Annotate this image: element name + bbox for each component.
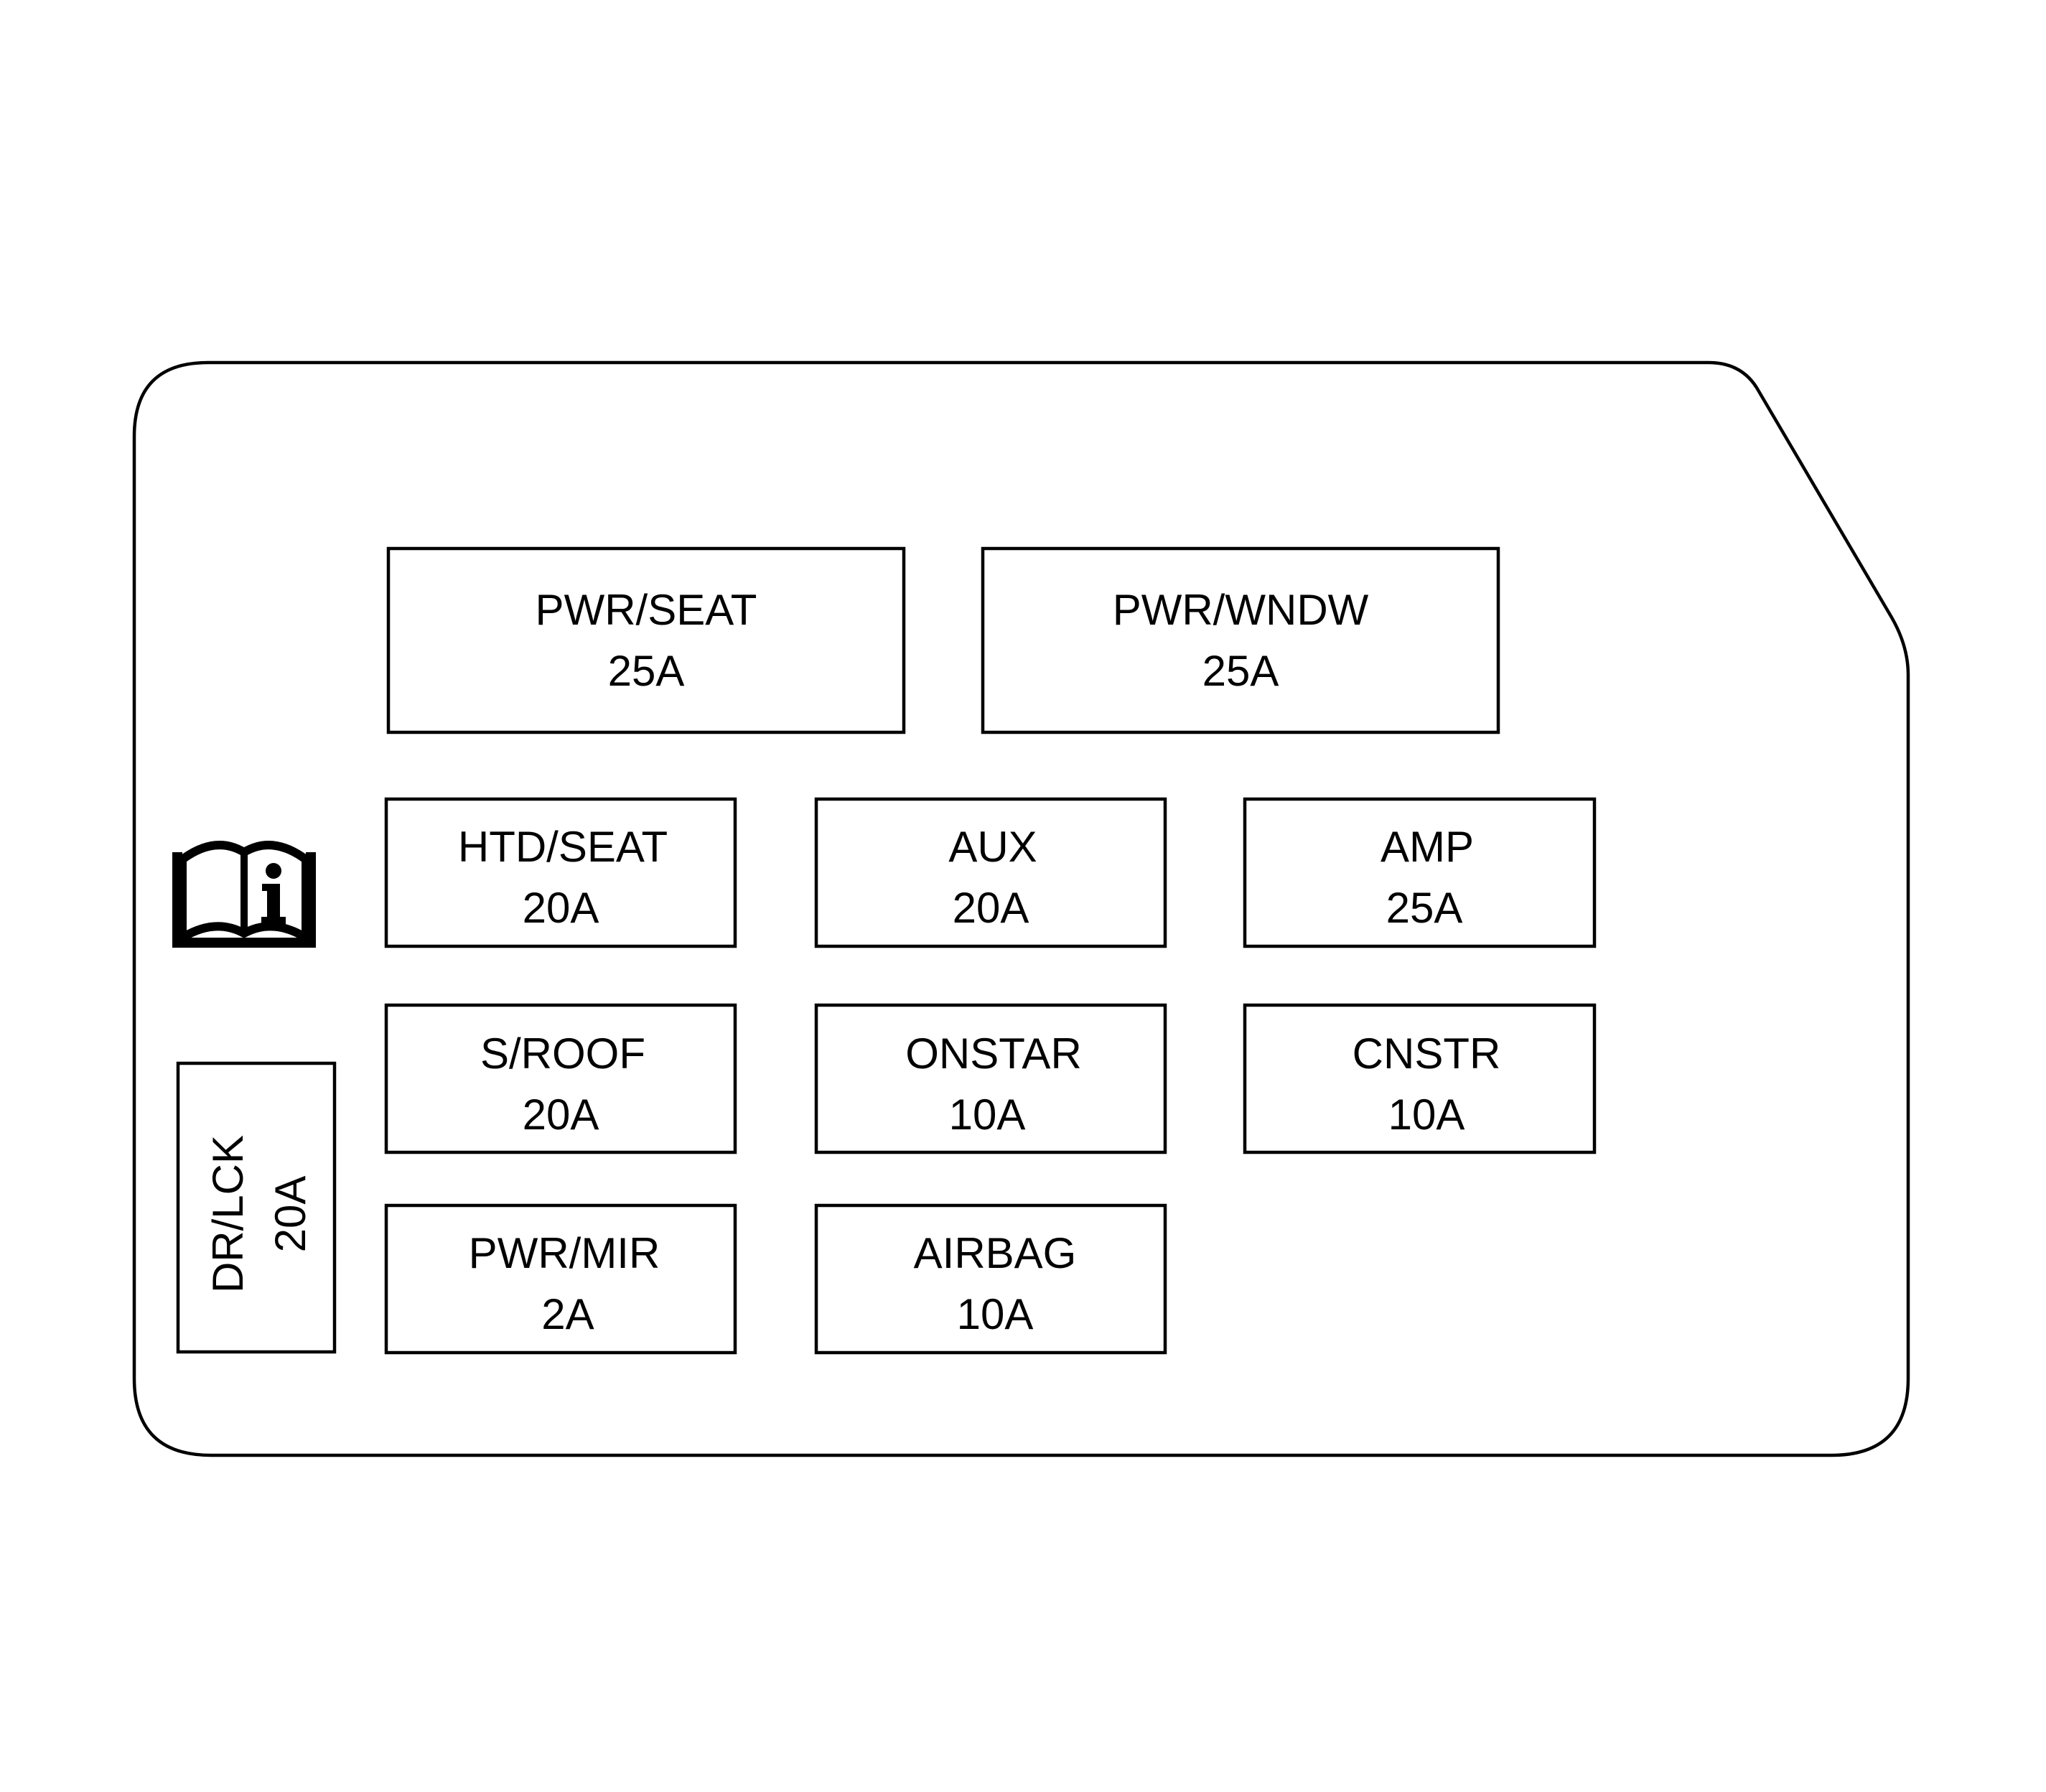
fuse-airbag: AIRBAG 10A [814,1203,1167,1355]
fuse-dr-lck: DR/LCK 20A [176,1061,337,1354]
fuse-amp-name: AMP [1381,823,1474,871]
fuse-cnstr-rating: 10A [1388,1091,1465,1139]
fuse-pwr-mir-name: PWR/MIR [469,1229,660,1277]
fuse-amp-rating: 25A [1386,884,1463,932]
fuse-cnstr: CNSTR 10A [1243,1003,1597,1154]
fuse-airbag-rating: 10A [957,1290,1034,1338]
fuse-onstar: ONSTAR 10A [814,1003,1167,1154]
fuse-dr-lck-name: DR/LCK [204,1135,252,1293]
fuse-dr-lck-box [176,1061,337,1354]
fuse-aux-name: AUX [948,823,1037,871]
fuse-amp: AMP 25A [1243,797,1597,948]
fuse-s-roof-rating: 20A [523,1091,599,1139]
fuse-s-roof-name: S/ROOF [480,1030,645,1078]
fuse-pwr-seat-name: PWR/SEAT [536,586,757,634]
fuse-pwr-wndw-box [981,546,1500,734]
fuse-pwr-seat: PWR/SEAT 25A [386,546,906,734]
fuse-aux-rating: 20A [953,884,1029,932]
fuse-pwr-wndw-rating: 25A [1202,647,1279,695]
fuse-htd-seat-box [384,797,737,948]
fuse-aux: AUX 20A [814,797,1167,948]
fuse-cnstr-box [1243,1003,1597,1154]
fuse-s-roof: S/ROOF 20A [384,1003,737,1154]
fuse-amp-box [1243,797,1597,948]
fuse-pwr-mir: PWR/MIR 2A [384,1203,737,1355]
fuse-onstar-box [814,1003,1167,1154]
fuse-dr-lck-rating: 20A [266,1176,314,1253]
fuse-onstar-name: ONSTAR [905,1030,1082,1078]
fuse-pwr-mir-rating: 2A [541,1290,594,1338]
fuse-s-roof-box [384,1003,737,1154]
fuse-pwr-mir-box [384,1203,737,1355]
fuse-airbag-box [814,1203,1167,1355]
fuse-pwr-wndw: PWR/WNDW 25A [981,546,1500,734]
fuse-pwr-seat-box [386,546,906,734]
fuse-pwr-seat-rating: 25A [608,647,685,695]
fuse-htd-seat: HTD/SEAT 20A [384,797,737,948]
fuse-airbag-name: AIRBAG [914,1229,1077,1277]
owners-manual-info-icon [172,841,316,948]
fuse-onstar-rating: 10A [949,1091,1026,1139]
fuse-htd-seat-name: HTD/SEAT [458,823,668,871]
fuse-pwr-wndw-name: PWR/WNDW [1113,586,1369,634]
fuse-cnstr-name: CNSTR [1353,1030,1501,1078]
fuse-aux-box [814,797,1167,948]
fuse-htd-seat-rating: 20A [523,884,599,932]
